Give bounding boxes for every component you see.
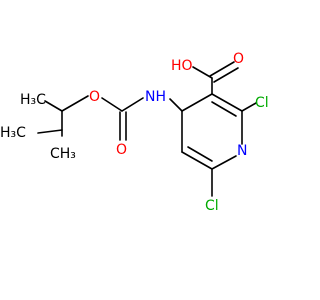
bond-c3-c2-1	[211, 93, 243, 112]
bond-o-ccarb	[101, 97, 123, 112]
chlorine-label-6: Cl	[205, 198, 219, 214]
ester-oxygen-label: O	[89, 89, 100, 105]
ring-nitrogen-label: N	[237, 143, 247, 159]
bond-c3-c2-2	[211, 101, 237, 117]
bond-ccarb-nh	[121, 97, 144, 112]
bond-nh-c4	[169, 98, 183, 112]
bond-n-c6	[211, 155, 237, 170]
bond-c2-cl	[241, 102, 257, 112]
bond-ch3b-cq	[37, 129, 63, 134]
bonds	[37, 61, 257, 197]
bond-c6-c5-1	[181, 151, 213, 170]
bond-ccooh-o-1	[209, 61, 235, 77]
carboxyl-oxygen-label: O	[233, 51, 244, 67]
bond-c6-c5-2	[187, 146, 213, 162]
carboxyl-oh-label: HO	[171, 58, 193, 74]
atom-labels: H₃C H₃C CH₃ O O NH HO O N Cl Cl	[0, 51, 269, 214]
amide-nh-label: NH	[145, 89, 166, 105]
molecule-diagram: H₃C H₃C CH₃ O O NH HO O N Cl Cl	[0, 51, 269, 214]
carbonyl-oxygen-label: O	[116, 142, 127, 158]
structure-canvas: H₃C H₃C CH₃ O O NH HO O N Cl Cl	[0, 51, 269, 214]
chlorine-label-2: Cl	[255, 95, 269, 111]
bond-ccooh-oh	[192, 66, 213, 79]
ch3-label-a: H₃C	[20, 92, 46, 108]
ch3-label-b: H₃C	[0, 125, 26, 141]
bond-cq-o	[61, 95, 89, 112]
bond-ch3a-cq	[44, 100, 63, 112]
bond-c4-c3	[181, 93, 213, 112]
bond-ccooh-o-2	[213, 67, 239, 83]
ch3-label-c: CH₃	[50, 146, 76, 162]
